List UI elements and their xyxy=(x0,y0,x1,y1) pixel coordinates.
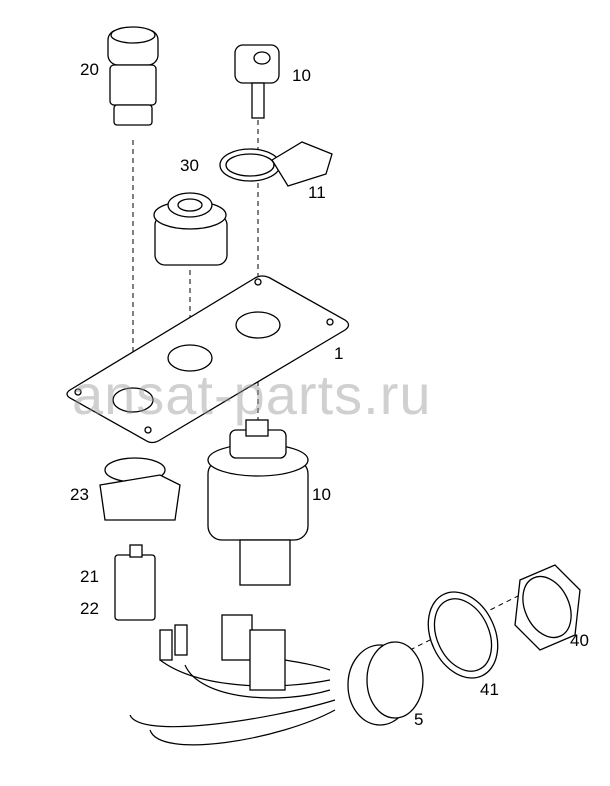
dust-cap-part-11 xyxy=(219,141,333,187)
push-button-part-20 xyxy=(107,26,159,126)
callout-10-key: 10 xyxy=(292,66,311,85)
callout-10-switch: 10 xyxy=(312,485,331,504)
callout-22: 22 xyxy=(80,599,99,618)
callout-1: 1 xyxy=(334,344,344,363)
watermark: ansat-parts.ru xyxy=(72,363,432,426)
nut-part-40 xyxy=(514,564,581,651)
holder-part-23 xyxy=(99,457,181,521)
mounting-plate-part-1 xyxy=(66,275,350,444)
ignition-switch-part-10 xyxy=(207,419,309,586)
callout-11: 11 xyxy=(308,183,326,202)
callout-21: 21 xyxy=(80,567,99,586)
callout-40: 40 xyxy=(570,631,589,650)
washer-part-41 xyxy=(427,591,499,679)
key-part-10 xyxy=(234,44,280,119)
callout-30: 30 xyxy=(180,156,199,175)
callout-5: 5 xyxy=(414,710,424,729)
contact-block-part-21-22 xyxy=(114,544,156,621)
callout-41: 41 xyxy=(480,680,499,699)
callout-23: 23 xyxy=(70,485,89,504)
wiring-harness-part-5 xyxy=(129,614,424,746)
buzzer-part-30 xyxy=(153,192,228,266)
callout-20: 20 xyxy=(80,60,99,79)
